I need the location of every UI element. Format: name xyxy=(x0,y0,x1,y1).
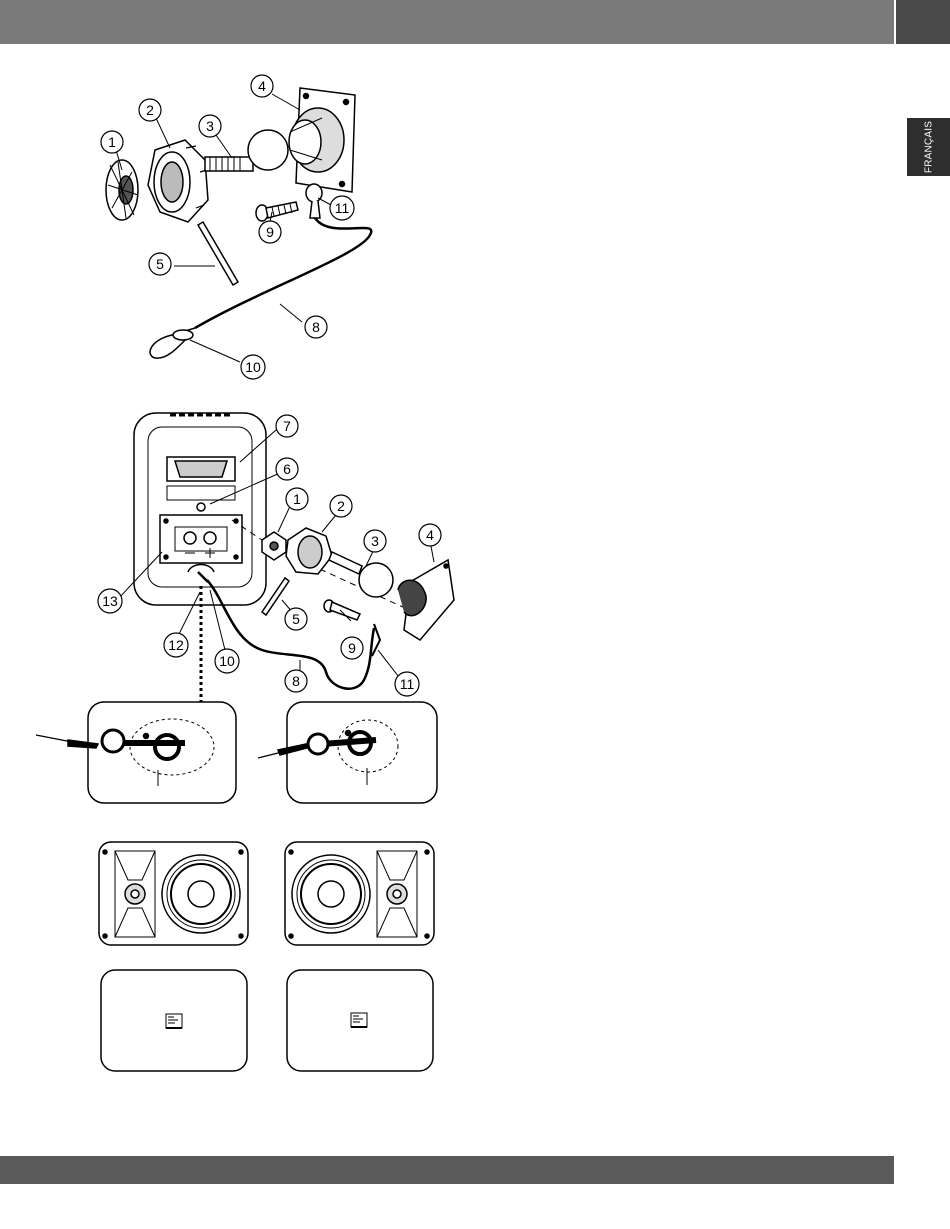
brand-logo-badge-right xyxy=(351,1013,367,1027)
svg-text:5: 5 xyxy=(292,611,300,627)
callout2-4: 4 xyxy=(419,524,441,546)
callout-10: 10 xyxy=(241,355,265,379)
part-screw xyxy=(256,202,298,221)
svg-text:8: 8 xyxy=(292,673,300,689)
callout2-10: 10 xyxy=(215,649,239,673)
brand-logo-badge-left xyxy=(166,1014,182,1028)
svg-text:4: 4 xyxy=(258,78,266,94)
part-ring-terminal xyxy=(306,184,322,218)
callout2-3: 3 xyxy=(364,530,386,552)
callout-8: 8 xyxy=(305,316,327,338)
svg-text:3: 3 xyxy=(206,118,214,134)
callout2-13: 13 xyxy=(98,589,122,613)
svg-text:1: 1 xyxy=(108,134,116,150)
svg-text:8: 8 xyxy=(312,319,320,335)
speaker-grille-right xyxy=(287,970,433,1071)
callout-9: 9 xyxy=(259,221,281,243)
callout2-1: 1 xyxy=(286,488,308,510)
callout2-11: 11 xyxy=(395,672,419,696)
svg-text:2: 2 xyxy=(337,498,345,514)
svg-text:10: 10 xyxy=(219,653,235,669)
callout-2: 2 xyxy=(139,99,161,121)
callout2-2: 2 xyxy=(330,495,352,517)
part-ball-stud xyxy=(205,130,288,171)
part2-plate xyxy=(398,560,454,640)
figure-mounting-kit xyxy=(106,88,371,362)
callout2-8: 8 xyxy=(285,670,307,692)
speaker-cabinet xyxy=(134,413,266,605)
callout2-5: 5 xyxy=(285,608,307,630)
callout-4: 4 xyxy=(251,75,273,97)
callout-11: 11 xyxy=(330,196,354,220)
part-locking-knob xyxy=(148,140,208,222)
svg-text:11: 11 xyxy=(335,200,350,216)
figure-speaker-back xyxy=(118,413,454,702)
svg-text:10: 10 xyxy=(245,359,261,375)
part-safety-cable xyxy=(195,218,371,328)
part-mounting-plate xyxy=(289,88,355,192)
svg-text:4: 4 xyxy=(426,527,434,543)
svg-text:6: 6 xyxy=(283,461,291,477)
svg-text:2: 2 xyxy=(146,102,154,118)
callout2-6: 6 xyxy=(276,458,298,480)
part-pin xyxy=(198,222,238,285)
callout2-9: 9 xyxy=(341,637,363,659)
callout-1: 1 xyxy=(101,131,123,153)
callout-5: 5 xyxy=(149,253,171,275)
detail-clip-right xyxy=(258,702,437,803)
svg-text:12: 12 xyxy=(168,637,184,653)
svg-text:1: 1 xyxy=(293,491,301,507)
svg-text:9: 9 xyxy=(348,640,356,656)
svg-text:7: 7 xyxy=(283,418,291,434)
svg-text:13: 13 xyxy=(102,593,118,609)
speaker-grille-left xyxy=(101,970,247,1071)
callout2-7: 7 xyxy=(276,415,298,437)
speaker-front-left xyxy=(99,842,248,945)
callout2-12: 12 xyxy=(164,633,188,657)
callout-3: 3 xyxy=(199,115,221,137)
speaker-front-right xyxy=(285,842,434,945)
svg-text:5: 5 xyxy=(156,256,164,272)
part2-screw xyxy=(324,600,360,620)
detail-clip-left xyxy=(36,702,236,803)
svg-text:3: 3 xyxy=(371,533,379,549)
part2-knob xyxy=(286,528,332,574)
part2-ball-stud xyxy=(329,552,393,597)
part-cable-clip xyxy=(150,328,195,358)
svg-text:9: 9 xyxy=(266,224,274,240)
svg-text:11: 11 xyxy=(400,676,415,692)
